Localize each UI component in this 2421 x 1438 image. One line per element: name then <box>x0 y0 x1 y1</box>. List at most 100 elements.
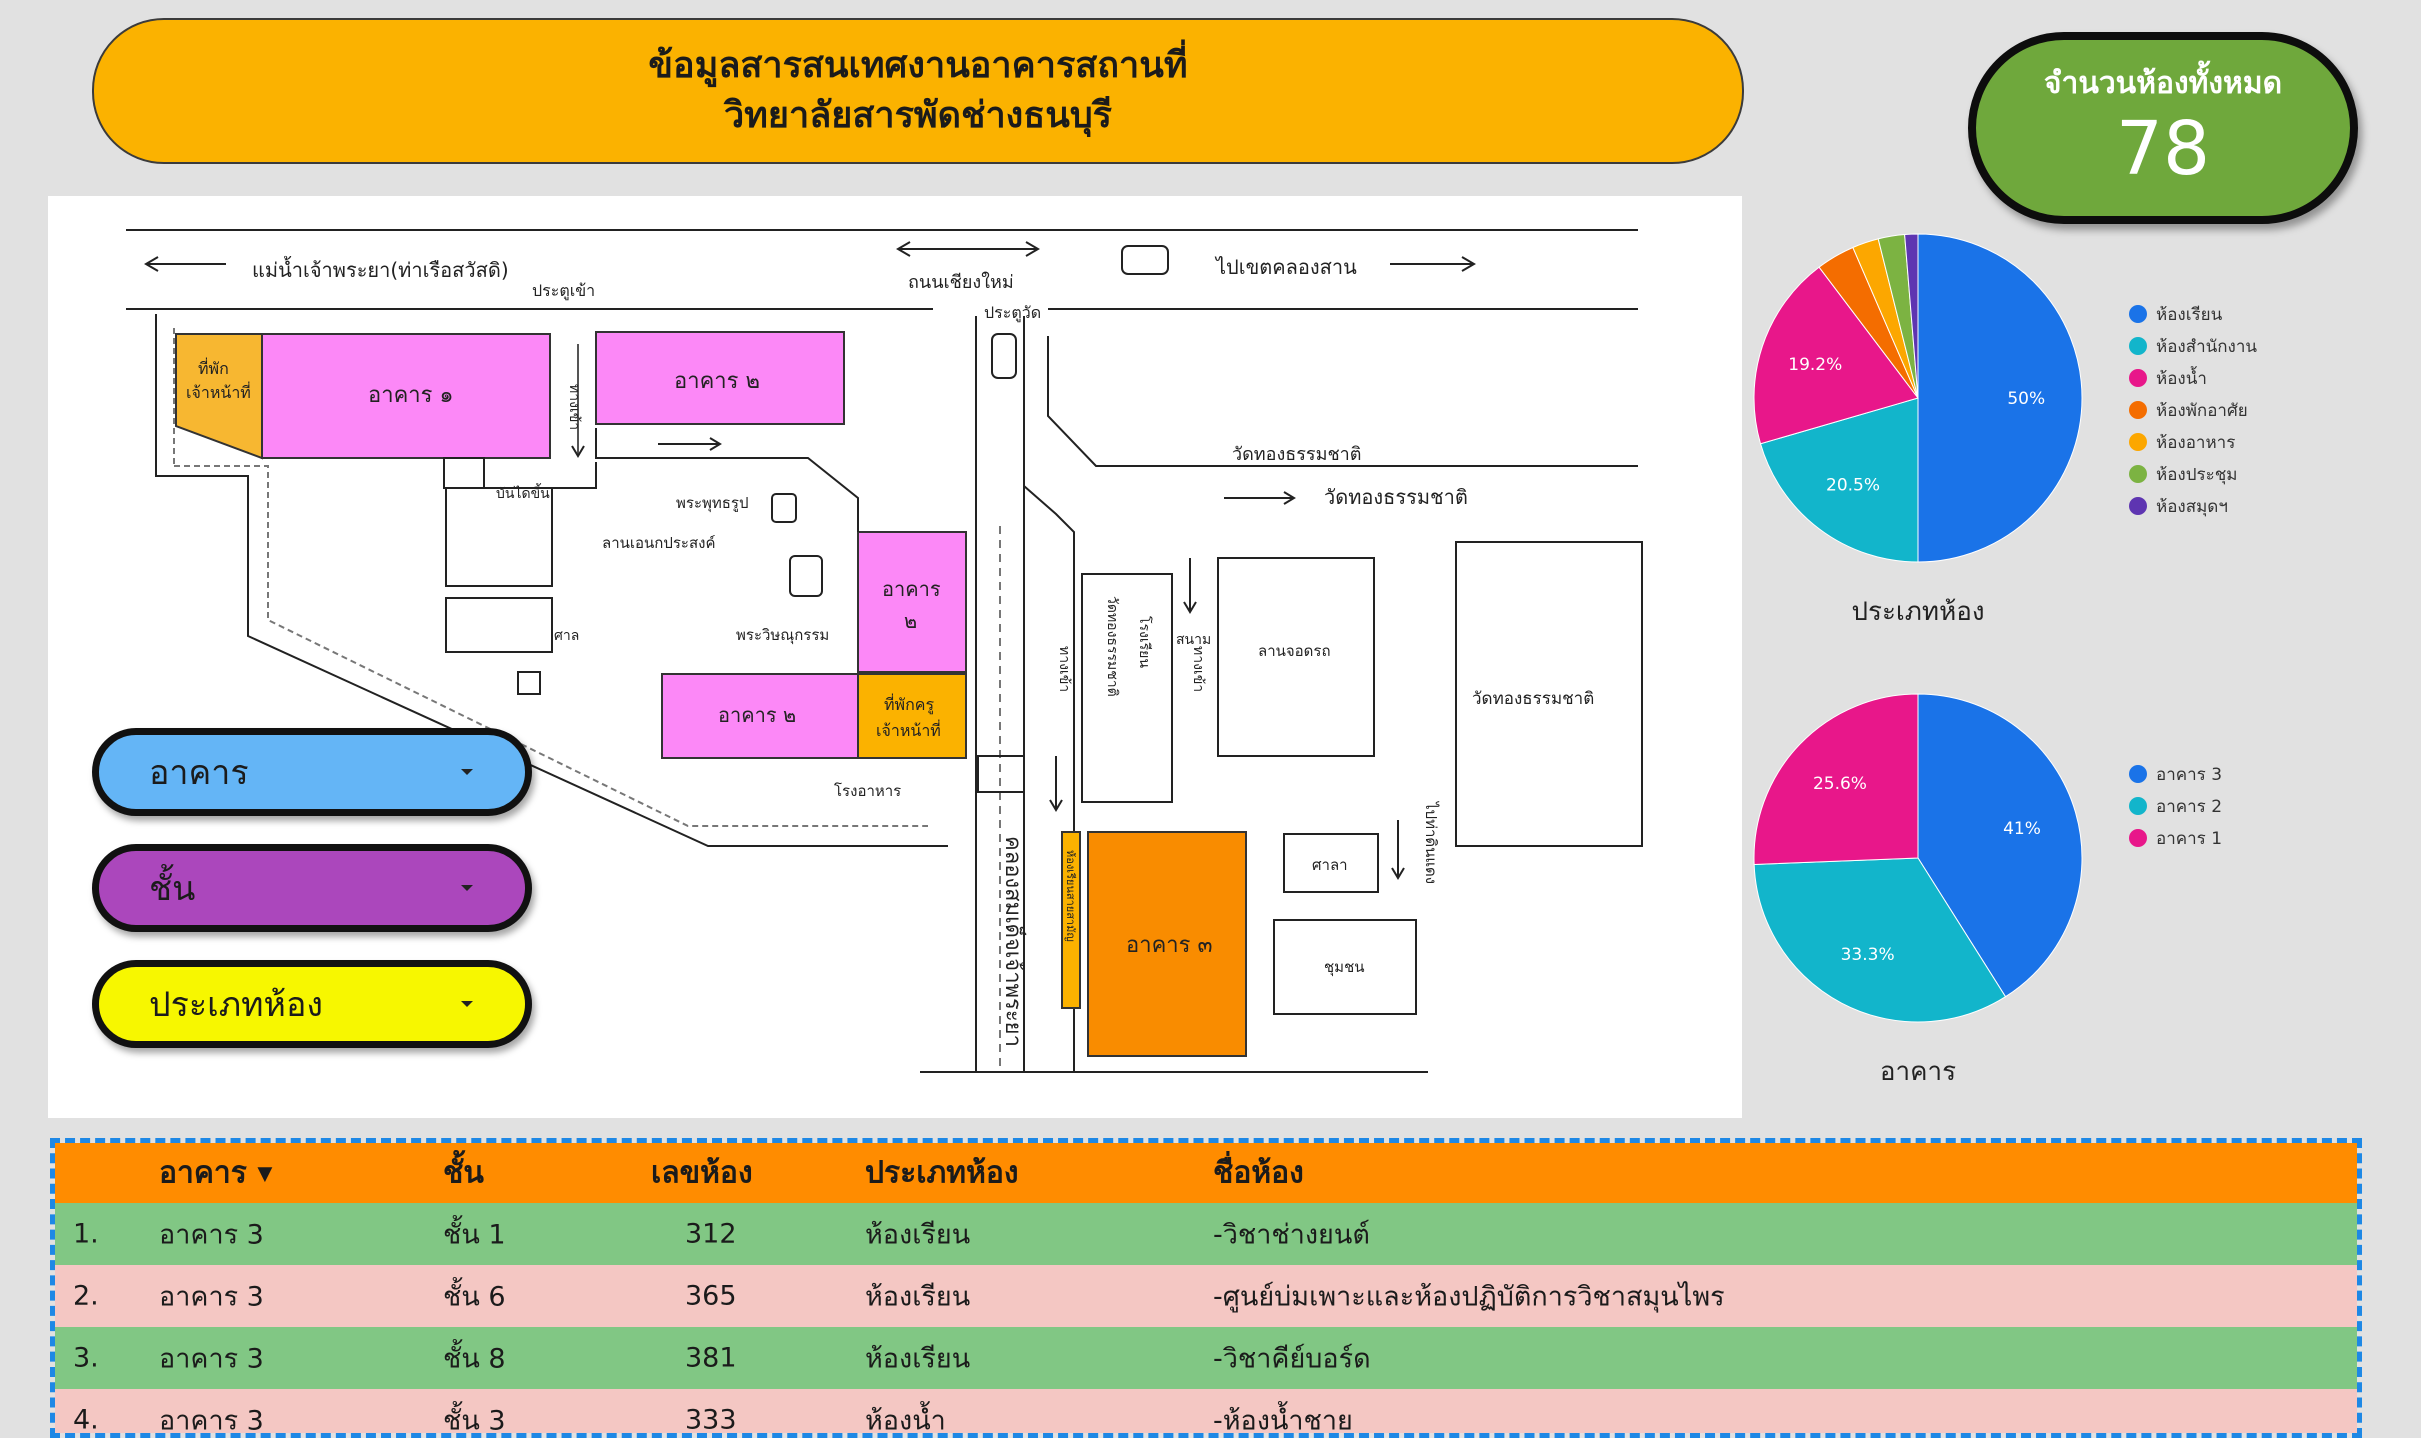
legend-label: ห้องน้ำ <box>2156 366 2207 389</box>
legend-label: อาคาร 2 <box>2156 797 2222 817</box>
gate-in-label: ประตูเข้า <box>532 281 595 301</box>
row-floor: ชั้น 6 <box>443 1275 506 1318</box>
parking-label: ลานจอดรถ <box>1258 642 1331 660</box>
to-red-label: ไปท่าดินแดง <box>1422 801 1440 884</box>
row-room-type: ห้องเรียน <box>865 1275 970 1318</box>
building-filter-dropdown[interactable]: อาคาร <box>92 728 532 816</box>
pavilion-label: ศาลา <box>1312 856 1348 874</box>
room-type-pie-chart: 50%20.5%19.2%ห้องเรียนห้องสำนักงานห้องน้… <box>1750 230 2310 640</box>
arrow-left-icon <box>146 257 226 271</box>
shrine-label: ศาล <box>554 628 579 644</box>
car-icon <box>992 334 1016 378</box>
pie-slice-label: 33.3% <box>1841 945 1895 965</box>
way-in-label: ทางเข้า <box>1056 646 1072 692</box>
floor-filter-dropdown[interactable]: ชั้น <box>92 844 532 932</box>
floor-filter-label: ชั้น <box>149 861 195 915</box>
row-number: 1. <box>73 1219 99 1250</box>
room-count-scorecard: จำนวนห้องทั้งหมด 78 <box>1968 32 2358 224</box>
pie-slice-label: 50% <box>2007 389 2045 409</box>
way-in-label: ทางเข้า <box>566 384 582 430</box>
header-building[interactable]: อาคาร ▾ <box>159 1150 272 1197</box>
arrow-right-icon <box>658 438 720 450</box>
yard-label: ลานเอนกประสงค์ <box>602 534 716 552</box>
temple-block-label: วัดทองธรรมชาติ <box>1472 689 1594 709</box>
canal-label: คลองสมเด็จเจ้าพระยา <box>1000 836 1028 1047</box>
row-building: อาคาร 3 <box>159 1275 264 1318</box>
crosswalk <box>978 756 1024 792</box>
row-building: อาคาร 3 <box>159 1213 264 1256</box>
row-floor: ชั้น 3 <box>443 1399 506 1438</box>
row-room-number: 381 <box>685 1343 737 1374</box>
header-room-number[interactable]: เลขห้อง <box>651 1150 753 1197</box>
way-in-label: ทางเข้า <box>1190 646 1206 692</box>
pie-slice-label: 19.2% <box>1788 355 1842 375</box>
room-count-label: จำนวนห้องทั้งหมด <box>2044 60 2282 107</box>
buddha-label: พระพุทธรูป <box>676 494 749 513</box>
arrow-right-icon <box>1224 492 1294 504</box>
building-filter-label: อาคาร <box>149 745 249 799</box>
room-table: อาคาร ▾ ชั้น เลขห้อง ประเภทห้อง ชื่อห้อง… <box>50 1138 2362 1438</box>
row-number: 4. <box>73 1405 99 1436</box>
teacher-house <box>858 674 966 758</box>
arrow-right-icon <box>1390 257 1474 271</box>
walkway <box>488 462 596 488</box>
building-2-mid-label: อาคาร <box>882 577 941 601</box>
pie-slice-label: 20.5% <box>1826 476 1880 496</box>
temple-school <box>1082 574 1172 802</box>
header-room-name[interactable]: ชื่อห้อง <box>1213 1150 1304 1197</box>
dropdown-arrow-icon <box>461 885 473 891</box>
header-floor[interactable]: ชั้น <box>443 1150 484 1197</box>
walkway <box>596 428 858 532</box>
double-arrow-icon <box>898 242 1038 256</box>
table-row[interactable]: 2. อาคาร 3 ชั้น 6 365 ห้องเรียน -ศูนย์บ่… <box>55 1265 2357 1327</box>
legend-label: ห้องพักอาศัย <box>2156 401 2248 421</box>
gate-temple-label: ประตูวัด <box>984 303 1041 323</box>
dropdown-arrow-icon <box>461 1001 473 1007</box>
building-3-annex-label: ห้องเรียนสายสามัญ <box>1064 850 1077 942</box>
row-number: 3. <box>73 1343 99 1374</box>
staff-house-label: ที่พัก <box>198 357 229 378</box>
header-room-type[interactable]: ประเภทห้อง <box>865 1150 1019 1197</box>
community-label: ชุมชน <box>1324 958 1365 977</box>
legend-label: ห้องเรียน <box>2156 305 2223 325</box>
building-2-mid <box>858 532 966 672</box>
pie-slice[interactable] <box>1918 234 2082 562</box>
room-type-filter-dropdown[interactable]: ประเภทห้อง <box>92 960 532 1048</box>
building-2-low-label: อาคาร ๒ <box>718 703 796 727</box>
small-building <box>446 598 552 652</box>
teacher-house-label: เจ้าหน้าที่ <box>876 719 941 740</box>
legend-marker <box>2129 497 2147 515</box>
legend-label: อาคาร 1 <box>2156 829 2222 849</box>
row-room-name: -วิชาคีย์บอร์ด <box>1213 1337 1371 1380</box>
stairs-label: บันไดขึ้น <box>496 483 550 502</box>
teacher-house-label: ที่พักครู <box>884 693 934 715</box>
legend-marker <box>2129 369 2147 387</box>
pie-slice-label: 25.6% <box>1813 774 1867 794</box>
legend-marker <box>2129 797 2147 815</box>
vishnu-label: พระวิษณุกรรม <box>736 626 829 645</box>
row-floor: ชั้น 8 <box>443 1337 506 1380</box>
legend-label: ห้องสมุดฯ <box>2156 497 2228 517</box>
row-building: อาคาร 3 <box>159 1337 264 1380</box>
building-2-top-label: อาคาร ๒ <box>674 369 760 394</box>
row-room-type: ห้องเรียน <box>865 1337 970 1380</box>
legend-marker <box>2129 433 2147 451</box>
canteen-label: โรงอาหาร <box>834 782 901 800</box>
buddha-icon <box>772 494 796 522</box>
small-building <box>446 488 552 586</box>
row-room-type: ห้องเรียน <box>865 1213 970 1256</box>
table-header: อาคาร ▾ ชั้น เลขห้อง ประเภทห้อง ชื่อห้อง <box>55 1143 2357 1203</box>
row-building: อาคาร 3 <box>159 1399 264 1438</box>
table-row[interactable]: 3. อาคาร 3 ชั้น 8 381 ห้องเรียน -วิชาคีย… <box>55 1327 2357 1389</box>
building-3-label: อาคาร ๓ <box>1126 933 1213 958</box>
dashboard-title: ข้อมูลสารสนเทศงานอาคารสถานที่ วิทยาลัยสา… <box>92 18 1744 164</box>
row-room-name: -ห้องน้ำชาย <box>1213 1399 1353 1438</box>
legend-marker <box>2129 765 2147 783</box>
table-row[interactable]: 1. อาคาร 3 ชั้น 1 312 ห้องเรียน -วิชาช่า… <box>55 1203 2357 1265</box>
table-row[interactable]: 4. อาคาร 3 ชั้น 3 333 ห้องน้ำ -ห้องน้ำชา… <box>55 1389 2357 1438</box>
shrine-icon <box>518 672 540 694</box>
temple-school-label: โรงเรียน <box>1136 616 1153 668</box>
row-room-name: -ศูนย์บ่มเพาะและห้องปฏิบัติการวิชาสมุนไพ… <box>1213 1275 1725 1318</box>
building-2-mid-label: ๒ <box>904 609 917 633</box>
